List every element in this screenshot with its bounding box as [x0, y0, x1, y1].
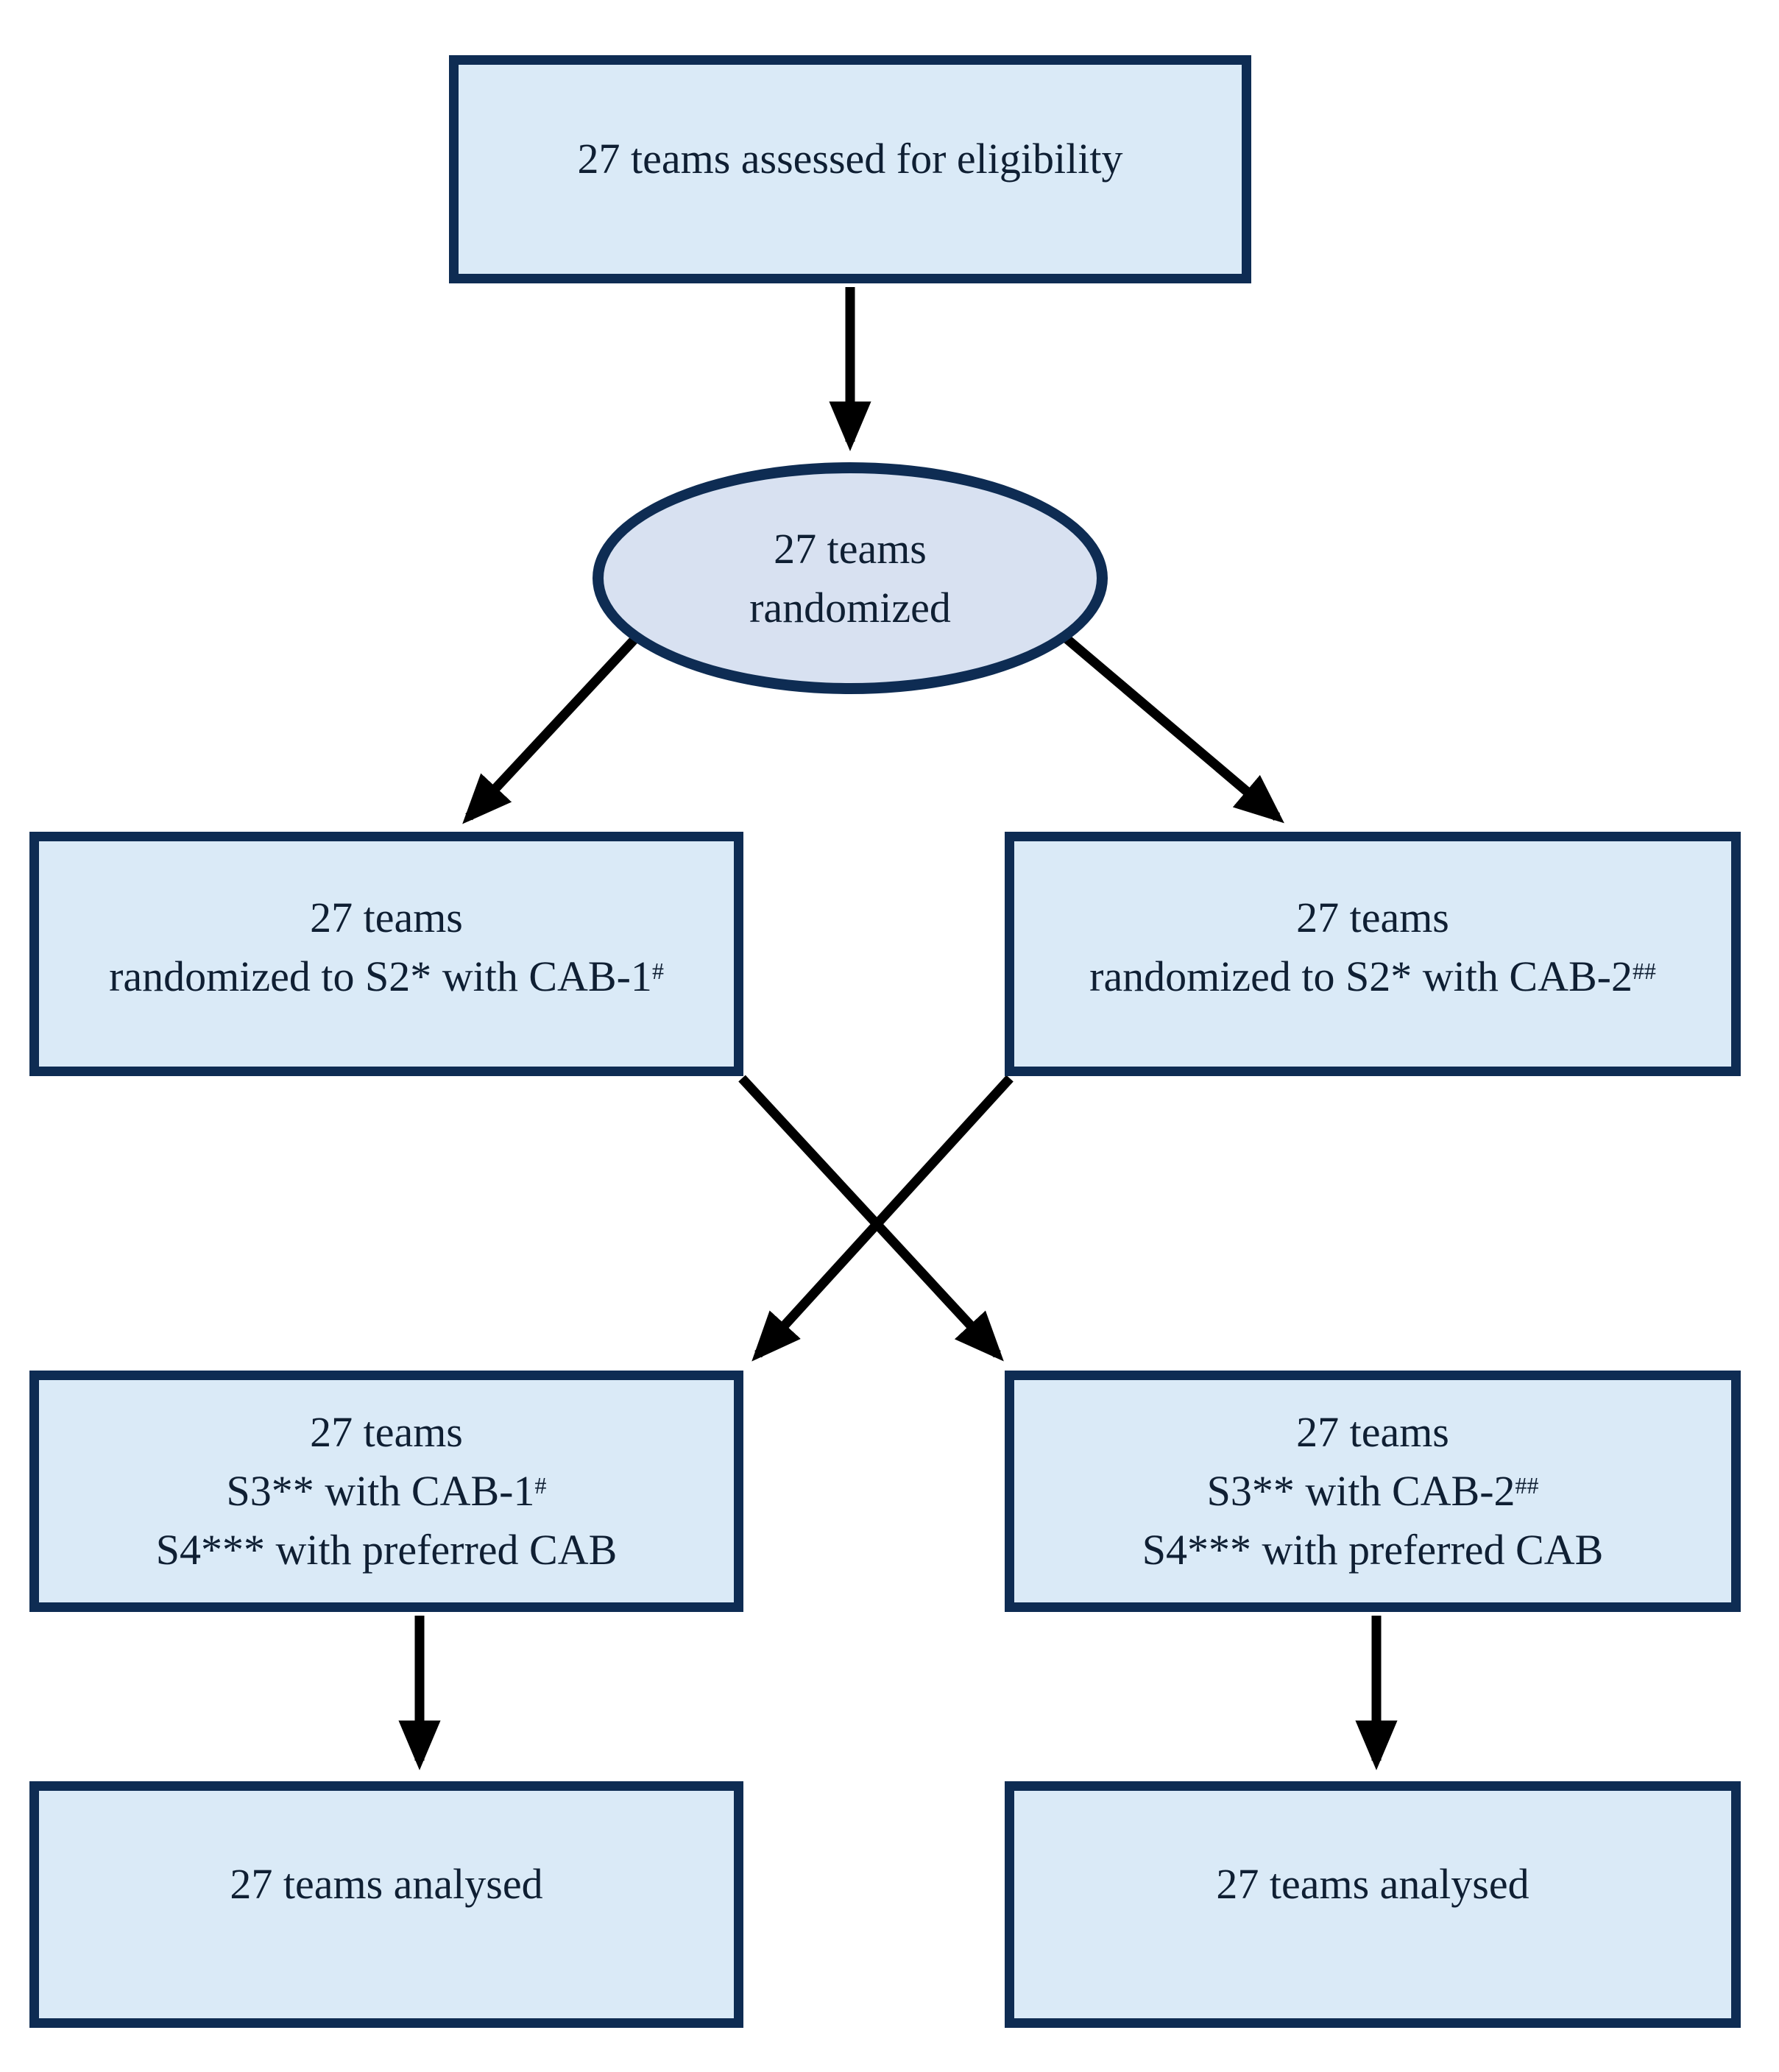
- arrow-randomized-to-arm2: [1056, 629, 1284, 824]
- node-assessed-for-eligibility: 27 teams assessed for eligibility: [449, 55, 1251, 283]
- node-analysed-left: 27 teams analysed: [29, 1781, 743, 2028]
- node-text-line: 27 teams assessed for eligibility: [577, 135, 1123, 183]
- arrow-randomized-to-arm1: [462, 629, 644, 824]
- node-randomized-ellipse: 27 teams randomized: [593, 462, 1108, 694]
- node-text-line: S3** with CAB-1#: [226, 1467, 547, 1515]
- node-text-line: 27 teams: [1296, 894, 1449, 941]
- node-text-line: 27 teams: [310, 894, 463, 941]
- node-text-line: randomized to S2* with CAB-2##: [1089, 952, 1656, 1000]
- node-text-line: 27 teams analysed: [230, 1860, 543, 1908]
- node-text-line: randomized: [749, 583, 951, 632]
- node-text-line: 27 teams: [310, 1408, 463, 1456]
- node-analysed-right: 27 teams analysed: [1005, 1781, 1741, 2028]
- node-arm2-s2-cab2: 27 teams randomized to S2* with CAB-2##: [1005, 832, 1741, 1076]
- node-text-line: 27 teams: [774, 524, 927, 573]
- node-text-line: 27 teams: [1296, 1408, 1449, 1456]
- node-text-line: randomized to S2* with CAB-1#: [109, 952, 664, 1000]
- node-text-line: 27 teams analysed: [1216, 1860, 1529, 1908]
- node-text-line: S4*** with preferred CAB: [155, 1526, 618, 1574]
- node-text-line: S4*** with preferred CAB: [1142, 1526, 1604, 1574]
- node-arm1-s2-cab1: 27 teams randomized to S2* with CAB-1#: [29, 832, 743, 1076]
- node-text-line: S3** with CAB-2##: [1206, 1467, 1539, 1515]
- arrow-arm2-to-crossover1: [751, 1075, 1014, 1362]
- arrow-arm1-to-crossover2: [738, 1075, 1004, 1362]
